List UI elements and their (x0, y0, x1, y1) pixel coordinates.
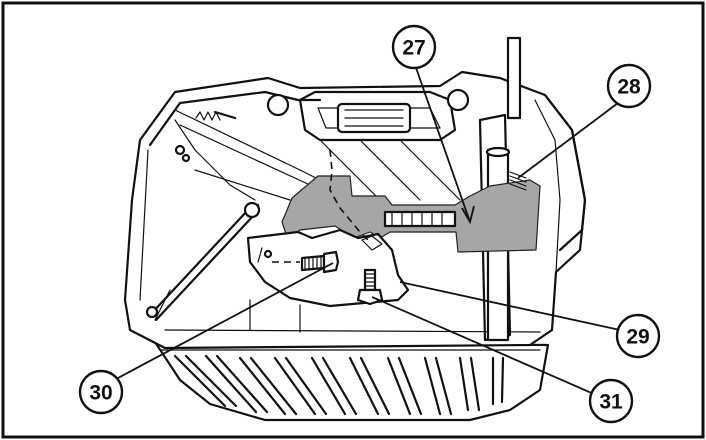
callout-29: 29 (615, 313, 661, 359)
callout-28: 28 (606, 63, 652, 109)
leader-27 (413, 61, 471, 223)
bolt-30 (300, 250, 340, 274)
leader-28 (517, 99, 623, 179)
callout-30-label: 30 (89, 382, 112, 405)
callout-27-label: 27 (402, 37, 425, 60)
leader-30 (117, 262, 334, 379)
leader-31 (371, 296, 604, 399)
callout-29-label: 29 (626, 326, 649, 349)
vent-slots (173, 354, 505, 416)
callout-31-label: 31 (599, 391, 623, 414)
callout-30: 30 (78, 369, 124, 415)
callout-leaders (117, 61, 623, 399)
callout-28-label: 28 (617, 76, 641, 99)
bolt-31 (356, 268, 384, 306)
dashed-routing-path (329, 149, 369, 241)
callout-31: 31 (588, 378, 634, 424)
callout-27: 27 (391, 24, 437, 70)
leader-27-arrow (461, 205, 475, 225)
leader-29 (399, 281, 621, 331)
